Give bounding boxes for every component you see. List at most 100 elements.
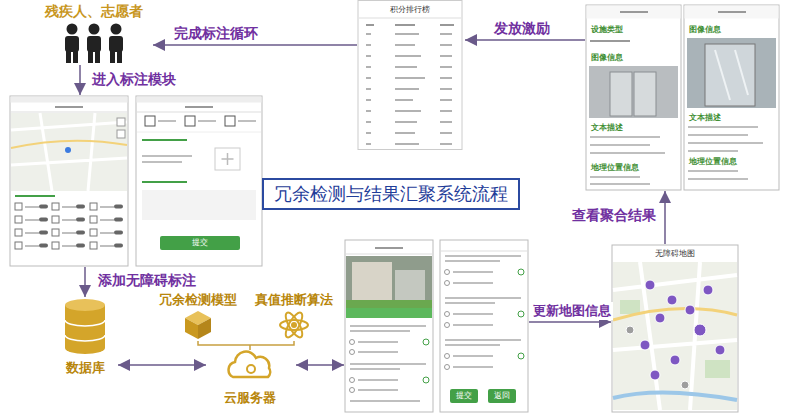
button-text: 提交 [450, 391, 478, 401]
illustration-part [590, 40, 630, 42]
illustration-part [145, 116, 155, 126]
illustration-part [445, 270, 450, 275]
section-heading: 图像信息 [591, 53, 623, 63]
section-heading: 文本描述 [689, 113, 721, 123]
leaderboard-screen [358, 1, 462, 150]
illustration-part [694, 324, 706, 336]
illustration-part [718, 11, 746, 13]
illustration-part [215, 148, 240, 170]
illustration-part [640, 340, 650, 350]
illustration-part [352, 262, 392, 302]
illustration-part [15, 203, 97, 249]
component-label: 冗余检测模型 [150, 292, 246, 308]
illustration-part [142, 181, 187, 183]
illustration-part [346, 254, 432, 255]
illustration-part [15, 242, 22, 249]
illustration-part [110, 51, 115, 63]
illustration-part [87, 36, 101, 52]
illustration-part [715, 50, 748, 100]
illustration-part [358, 1, 462, 150]
illustration-part [11, 113, 127, 191]
illustration-part [705, 44, 755, 106]
illustration-part [423, 339, 429, 383]
illustration-part [645, 280, 655, 290]
flow-arrow [79, 65, 81, 95]
illustration-part [445, 270, 450, 370]
illustration-part [88, 51, 93, 63]
illustration-part [111, 24, 122, 35]
illustration-part [90, 203, 97, 210]
screen-node: 提交 [10, 96, 262, 266]
illustration-part [518, 269, 524, 275]
illustration-part [90, 229, 97, 236]
illustration-part [440, 240, 528, 412]
illustration-part [613, 262, 737, 410]
bracket-line [198, 341, 294, 350]
edge-label: 添加无障碍标注 [96, 271, 198, 289]
screen-node: 设施类型图像信息文本描述地理位置信息 [586, 5, 681, 190]
edge-label: 查看聚合结果 [570, 206, 658, 224]
illustration-part [670, 355, 680, 365]
illustration-part [685, 6, 779, 19]
illustration-part [705, 360, 730, 378]
section-heading: 图像信息 [689, 25, 721, 35]
illustration-part [587, 6, 681, 19]
illustration-part [52, 203, 59, 210]
database-icon [65, 299, 105, 354]
illustration-part [142, 156, 192, 162]
edge-label: 进入标注模块 [90, 70, 178, 88]
screen-node: 无障碍地图 [612, 245, 740, 412]
illustration-part [346, 256, 432, 308]
flow-arrow [529, 321, 611, 323]
illustration-part [65, 320, 105, 341]
illustration-part [52, 242, 59, 249]
illustration-part [11, 97, 128, 103]
screen-node: 残疾人、志愿者 [38, 2, 152, 64]
illustration-part [15, 195, 55, 197]
illustration-part [247, 365, 255, 373]
illustration-part [229, 352, 271, 377]
illustration-part [291, 322, 297, 328]
illustration-part [185, 318, 198, 339]
illustration-part [137, 112, 261, 113]
illustration-part [681, 381, 689, 389]
illustration-part [350, 340, 355, 393]
illustration-part [687, 38, 776, 108]
illustration-part [67, 24, 78, 35]
illustration-part [283, 310, 306, 339]
illustration-part [610, 72, 632, 116]
screen-title: 积分排行榜 [358, 5, 462, 15]
illustration-part [703, 285, 713, 295]
flow-arrow [118, 364, 206, 366]
flow-arrow [153, 44, 357, 46]
illustration-part [613, 392, 737, 400]
button-text: 返回 [488, 391, 516, 401]
illustration-part [11, 141, 127, 148]
illustration-part [350, 378, 355, 383]
illustration-part [586, 5, 681, 190]
illustration-part [11, 112, 127, 113]
illustration-part [613, 262, 737, 410]
illustration-part [450, 389, 478, 403]
illustration-part [52, 216, 59, 223]
illustration-part [346, 308, 432, 318]
edge-label: 更新地图信息 [531, 302, 613, 320]
illustration-part [620, 300, 640, 314]
illustration-part [185, 106, 213, 108]
illustration-part [55, 106, 83, 108]
illustration-part [15, 216, 22, 223]
illustration-part [423, 377, 429, 383]
component-label: 真值推断算法 [246, 292, 342, 308]
illustration-part [137, 97, 262, 103]
screen-node: 数据库 [55, 298, 117, 380]
illustration-part [160, 236, 240, 250]
illustration-part [613, 309, 737, 320]
people-icon [65, 24, 123, 64]
component-label: 云服务器 [207, 390, 293, 406]
illustration-part [518, 353, 524, 359]
detail-screen [586, 5, 779, 190]
map-screen [612, 245, 738, 412]
illustration-part [89, 24, 100, 35]
illustration-part [41, 207, 121, 246]
illustration-part [350, 350, 355, 355]
